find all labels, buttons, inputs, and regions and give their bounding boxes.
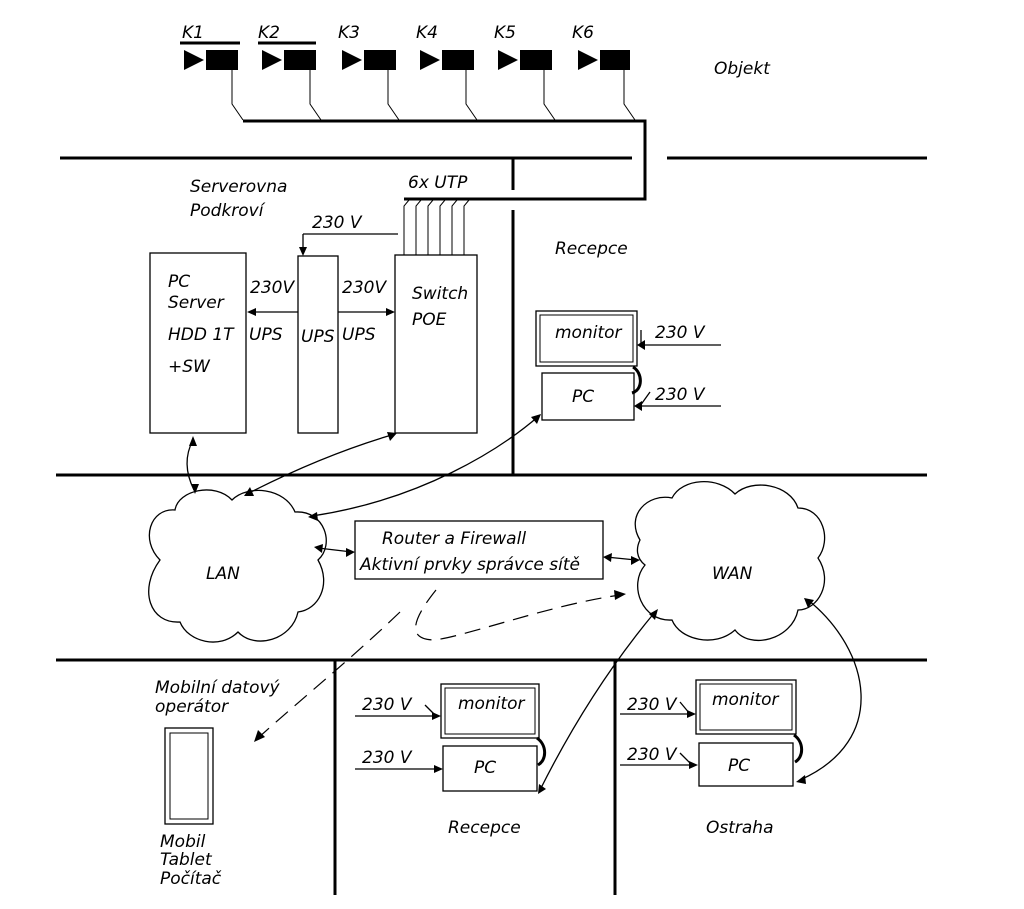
power-label: 230 V [655, 323, 706, 343]
connections [186, 414, 862, 794]
mobile-device-label: Tablet [160, 850, 213, 870]
sensor-label: K5 [494, 23, 516, 43]
power-label: 230 V [627, 695, 678, 715]
monitor [695, 679, 797, 735]
pc-server-label: Server [168, 293, 225, 313]
ups-left-voltage: 230V [250, 278, 295, 298]
ups-right-voltage: 230V [342, 278, 387, 298]
ups-right-output: UPS [342, 325, 376, 345]
zone-label-security: Ostraha [706, 818, 774, 838]
lan-label: LAN [206, 564, 240, 584]
router-label: Aktivní prvky správce sítě [359, 555, 580, 575]
mobile-device-label: Počítač [160, 869, 222, 889]
pc-server-label: PC [168, 272, 190, 292]
ups [297, 255, 339, 434]
workstation-security: monitor PC 230 V 230 V [620, 679, 804, 787]
sensor-label: K2 [258, 23, 280, 43]
workstation-reception-bottom: monitor PC 230 V 230 V [355, 683, 547, 792]
pc-server-label: HDD 1T [168, 325, 235, 345]
power-label: 230 V [362, 695, 413, 715]
wan-label: WAN [712, 564, 753, 584]
pc-label: PC [728, 756, 750, 776]
monitor [535, 310, 638, 367]
power-label: 230 V [362, 748, 413, 768]
monitor [440, 683, 540, 739]
workstation-reception-top: monitor PC 230 V 230 V [535, 310, 721, 421]
mobile-link [254, 589, 626, 742]
zone-label-reception-bottom: Recepce [448, 818, 521, 838]
switch-poe [394, 254, 478, 434]
pc-label: PC [572, 387, 594, 407]
sensor-label: K3 [338, 23, 360, 43]
switch-label: Switch [412, 284, 468, 304]
zone-label-reception-top: Recepce [555, 239, 628, 259]
sensor-k5: K5 [494, 23, 556, 121]
switch-label: POE [412, 310, 447, 330]
sensor-k4: K4 [416, 23, 478, 121]
pc [541, 372, 635, 421]
sensor-label: K4 [416, 23, 438, 43]
sensor-bus [243, 119, 647, 201]
floor-lines [56, 156, 927, 895]
zone-label-server-room: Serverovna [190, 177, 287, 197]
pc [442, 745, 538, 792]
monitor-label: monitor [712, 690, 780, 710]
sensor-label: K6 [572, 23, 594, 43]
monitor-label: monitor [555, 323, 623, 343]
sensor-k1: K1 [180, 23, 244, 121]
sensor-row: K1 K2 K3 K4 K5 [180, 23, 636, 121]
monitor-label: monitor [458, 694, 526, 714]
pc-server-label: +SW [168, 357, 211, 377]
mobile-device-label: Mobil [160, 832, 206, 852]
mobile-device [164, 727, 214, 825]
utp-cables [403, 199, 470, 255]
power-label: 230 V [655, 385, 706, 405]
pc-label: PC [474, 758, 496, 778]
sensor-label: K1 [182, 23, 204, 43]
wan-cloud [634, 481, 826, 641]
router-label: Router a Firewall [382, 529, 526, 549]
utp-label: 6x UTP [408, 173, 468, 193]
ups-power-input-label: 230 V [312, 213, 363, 233]
ups-label: UPS [301, 327, 335, 347]
zone-label-server-room-floor: Podkroví [190, 201, 266, 221]
pc [698, 742, 794, 787]
sensor-k6: K6 [572, 23, 636, 121]
power-label: 230 V [627, 745, 678, 765]
mobile-operator-label: operátor [155, 697, 229, 717]
sensor-k2: K2 [258, 23, 322, 121]
sensor-k3: K3 [338, 23, 400, 121]
zone-label-object: Objekt [714, 59, 771, 79]
pc-server [149, 252, 247, 434]
mobile-operator-label: Mobilní datový [155, 678, 281, 698]
ups-left-output: UPS [249, 325, 283, 345]
router-firewall [354, 520, 604, 580]
lan-cloud [148, 489, 327, 643]
